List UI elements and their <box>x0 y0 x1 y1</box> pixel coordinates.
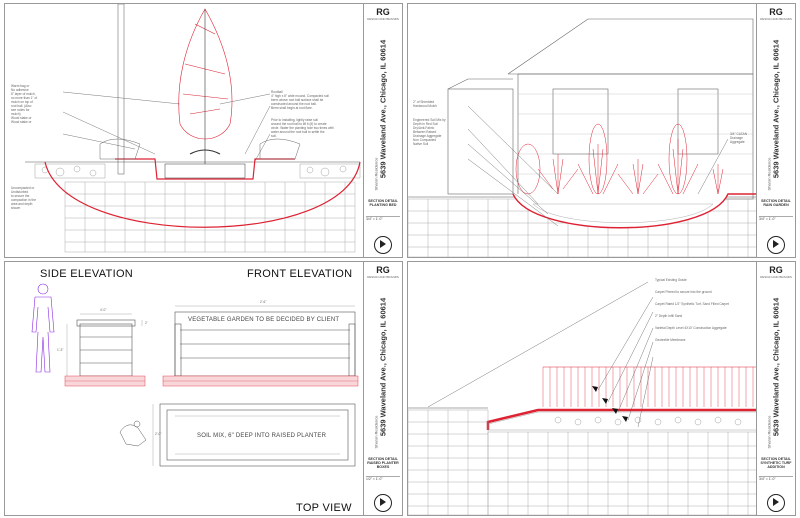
rain-notes-left: 2" of Shredded Hardwood Mulch Engineered… <box>413 100 468 146</box>
note-line: Carpet Rated 1/2" Synthetic Turf, Sand F… <box>655 302 729 306</box>
sheet-scale: 3/4" = 1'-0" <box>759 216 793 221</box>
rain-garden-drawing <box>408 18 759 257</box>
note-line: berm above root ball surface shall be <box>271 98 324 102</box>
dim-label: 1'-3" <box>57 348 64 352</box>
note-line: Prior to installing, lightly raise soil <box>271 118 318 122</box>
note-line: see notes for <box>11 108 30 112</box>
north-arrow-icon <box>767 494 785 512</box>
logo-subtitle: DESIGN AND BRANDS <box>367 275 399 279</box>
note-line: circle. Water the planting hole two time… <box>271 126 334 130</box>
north-arrow-icon <box>374 236 392 254</box>
note-line: 4" high x 8" wide mound. Compacted soil <box>271 94 329 98</box>
project-owner: Sharon Residence <box>766 415 772 449</box>
note-line: Drainage Aggregate <box>413 134 442 138</box>
sheet-scale: 3/4" = 1'-0" <box>366 216 400 221</box>
note-line: Aggregate <box>730 140 745 144</box>
rg-logo: RG <box>376 265 390 275</box>
panel-synthetic-turf: Typical Existing Grade Carpet Primed to … <box>407 261 796 516</box>
sheet-scale: 3/4" = 1'-0" <box>759 476 793 481</box>
rg-logo: RG <box>376 7 390 17</box>
note-line: shown <box>11 206 21 210</box>
turf-drawing <box>408 281 759 515</box>
title-block: RG DESIGN AND BRANDS 5639 Waveland Ave.,… <box>756 4 795 257</box>
note-line: Between Raised <box>413 130 437 134</box>
dim-label: 2'-6" <box>260 300 267 304</box>
note-line: Engineered Soil Mix by <box>413 118 446 122</box>
dim-label: 2' <box>145 321 148 325</box>
raised-planter-drawing <box>31 283 359 467</box>
rain-notes-right: 3/4" CLEAN Drainage Aggregate <box>730 132 758 144</box>
note-line: Depth in Red Soil <box>413 122 438 126</box>
note-line: root ball. (Also <box>11 104 32 108</box>
note-line: Varietal Depth Level 4X10' Construction … <box>655 326 727 330</box>
project-owner: Sharon Residence <box>373 157 379 191</box>
note-line: area and depth <box>11 202 33 206</box>
note-line: Drainage <box>730 136 743 140</box>
planting-notes-left: Warm bag or No adhesive 6" layer of mulc… <box>11 84 61 124</box>
project-owner: Sharon Residence <box>373 415 379 449</box>
note-line: mulch) <box>11 112 21 116</box>
note-line: Warm bag or <box>11 84 30 88</box>
dim-label: 2'-0" <box>155 432 162 436</box>
dim-label: 4'-0" <box>100 308 107 312</box>
note-line: Wood stake or <box>11 116 32 120</box>
panel-raised-planter: SIDE ELEVATION FRONT ELEVATION TOP VIEW <box>4 261 403 516</box>
note-line: Undisturbed <box>11 190 29 194</box>
turf-notes: Typical Existing Grade Carpet Primed to … <box>655 278 755 342</box>
logo-subtitle: DESIGN AND BRANDS <box>760 275 792 279</box>
planting-bed-drawing <box>25 4 361 253</box>
logo-subtitle: DESIGN AND BRANDS <box>760 17 792 21</box>
logo-subtitle: DESIGN AND BRANDS <box>367 17 399 21</box>
sheet-title: SECTION DETAIL SYNTHETIC TURF ADDITION <box>760 457 792 469</box>
front-elevation-heading: FRONT ELEVATION <box>247 268 353 280</box>
sheet-title: SECTION DETAIL RAIN GARDEN <box>761 199 791 207</box>
note-line: to secure the <box>11 194 30 198</box>
sheet-title: SECTION DETAIL PLANTING BED <box>368 199 398 207</box>
note-line: No adhesive <box>11 88 29 92</box>
note-line: 3/4" CLEAN <box>730 132 748 136</box>
note-line: Wood stake or <box>11 120 32 124</box>
note-line: Geotextile Membrane <box>655 338 686 342</box>
note-line: constructed around the root ball. <box>271 102 317 106</box>
rg-logo: RG <box>769 7 783 17</box>
note-line: Carpet Primed to secure into the ground <box>655 290 712 294</box>
rg-logo: RG <box>769 265 783 275</box>
planting-notes-right: Rootball 4" high x 8" wide mound. Compac… <box>271 90 351 138</box>
sheet-title: SECTION DETAIL RAISED PLANTER BOXES <box>367 457 399 469</box>
note-line: soil. <box>271 134 277 138</box>
note-line: 6" layer of mulch, <box>11 92 36 96</box>
planting-notes-left-lower: Uncompacted or Undisturbed to secure the… <box>11 186 61 210</box>
note-line: around the root ball to lift it (If) to … <box>271 122 327 126</box>
note-line: Uncompacted or <box>11 186 35 190</box>
north-arrow-icon <box>767 236 785 254</box>
top-view-heading: TOP VIEW <box>296 502 352 514</box>
title-block: RG DESIGN AND BRANDS 5639 Waveland Ave.,… <box>363 262 402 515</box>
side-elevation-heading: SIDE ELEVATION <box>40 268 134 280</box>
note-line: 2" of Shredded <box>413 100 435 104</box>
note-line: Native Soil <box>413 142 429 146</box>
note-line: Hardwood Mulch <box>413 104 437 108</box>
note-line: Rootball <box>271 90 283 94</box>
note-line: Typical Existing Grade <box>655 278 687 282</box>
title-block: RG DESIGN AND BRANDS 5639 Waveland Ave.,… <box>756 262 795 515</box>
note-line: water around the root ball to settle the <box>271 130 325 134</box>
north-arrow-icon <box>374 494 392 512</box>
title-block: RG DESIGN AND BRANDS 5639 Waveland Ave.,… <box>363 4 402 257</box>
note-line: no more than 1" of <box>11 96 38 100</box>
top-view-label: SOIL MIX, 6" DEEP INTO RAISED PLANTER <box>197 433 327 439</box>
panel-planting-bed: Warm bag or No adhesive 6" layer of mulc… <box>4 3 403 258</box>
note-line: Berm shall begin at root flare. <box>271 106 313 110</box>
note-line: compaction in the <box>11 198 36 202</box>
sheet-scale: 1/2" = 1'-0" <box>366 476 400 481</box>
front-elevation-label: VEGETABLE GARDEN TO BE DECIDED BY CLIENT <box>188 317 340 323</box>
panel-rain-garden: 2" of Shredded Hardwood Mulch Engineered… <box>407 3 796 258</box>
note-line: Dry/Anti-Fabric <box>413 126 435 130</box>
project-owner: Sharon Residence <box>766 157 772 191</box>
note-line: Non Compacted <box>413 138 437 142</box>
note-line: mulch on top of <box>11 100 33 104</box>
note-line: 2" Depth Infill Sand <box>655 314 683 318</box>
